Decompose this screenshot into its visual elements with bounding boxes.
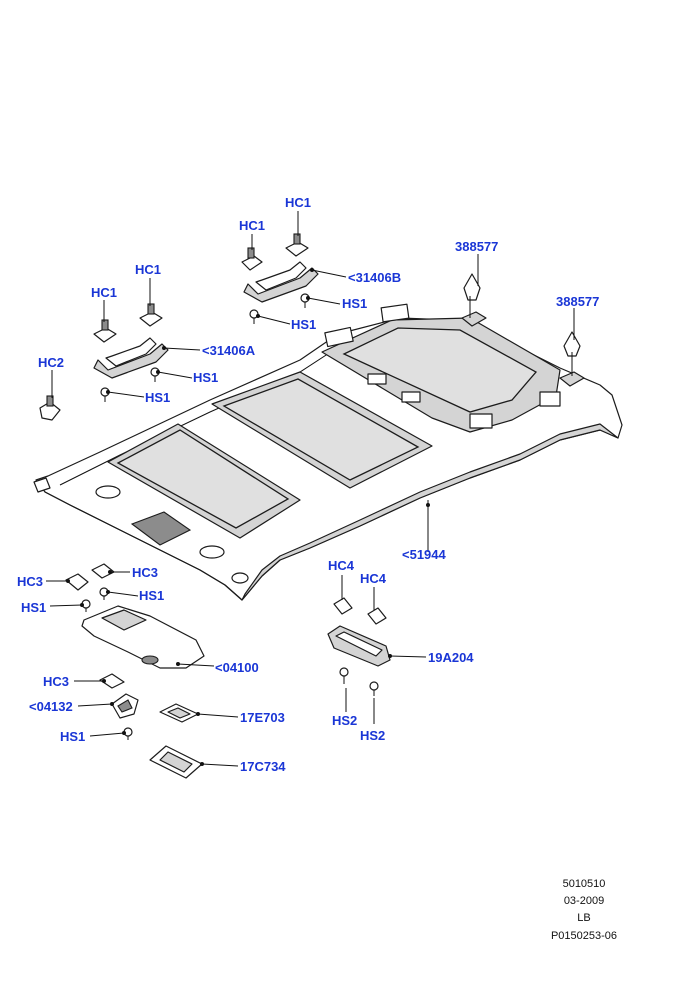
console-lamp-19a204 <box>327 625 391 667</box>
sunroof-front-opening <box>107 423 301 539</box>
hanger-clip-hc2 <box>39 395 61 421</box>
visor-clip-hc3-a <box>65 573 89 591</box>
label-388577: 388577 <box>455 239 498 254</box>
hanger-clip-hc1-a <box>241 247 263 271</box>
clip-hc4-b <box>367 607 387 625</box>
grab-handle-31406a <box>93 337 169 379</box>
label-hs1: HS1 <box>21 600 46 615</box>
grab-handle-31406b <box>243 261 319 303</box>
screw-hs2-a <box>339 667 349 684</box>
label-17e703: 17E703 <box>240 710 285 725</box>
label-hc3: HC3 <box>43 674 69 689</box>
hanger-clip-hc1-b <box>285 233 309 257</box>
headliner-visor-recess <box>95 485 249 584</box>
label-hs2: HS2 <box>360 728 385 743</box>
visor-clip-hc3-c <box>99 673 125 689</box>
label-hs1: HS1 <box>193 370 218 385</box>
label-31406b: <31406B <box>348 270 401 285</box>
label-388577: 388577 <box>556 294 599 309</box>
label-hc4: HC4 <box>360 571 387 586</box>
label-hs1: HS1 <box>145 390 170 405</box>
sun-visor <box>81 605 205 669</box>
footer-model-code: LB <box>577 912 591 924</box>
footer-illustration-id: P0150253-06 <box>550 930 618 942</box>
label-31406a: <31406A <box>202 343 256 358</box>
label-hc1: HC1 <box>135 262 161 277</box>
screw-hs1-f <box>99 587 109 600</box>
clip-hc4-a <box>333 597 353 615</box>
clip-388577-b <box>559 331 585 387</box>
leader-lines <box>46 211 575 767</box>
label-hc2: HC2 <box>38 355 64 370</box>
visor-clip-04132 <box>111 693 139 719</box>
label-hc1: HC1 <box>91 285 117 300</box>
footer-ref-code: 5010510 <box>562 878 606 890</box>
label-17c734: 17C734 <box>240 759 286 774</box>
label-hs1: HS1 <box>60 729 85 744</box>
vanity-bezel-17c734 <box>149 745 203 779</box>
vanity-lamp-17e703 <box>159 703 199 723</box>
label-04132: <04132 <box>29 699 73 714</box>
callout-labels: HC1 HC1 HC1 HC1 HC2 <31406B HS1 HS1 <314… <box>17 195 599 774</box>
label-51944: <51944 <box>402 547 447 562</box>
label-hc1: HC1 <box>239 218 265 233</box>
hanger-clip-hc1-d <box>139 303 163 327</box>
label-hs1: HS1 <box>291 317 316 332</box>
label-hs2: HS2 <box>332 713 357 728</box>
footer-date: 03-2009 <box>563 895 605 907</box>
label-hs1: HS1 <box>342 296 367 311</box>
screw-hs2-b <box>369 681 379 696</box>
label-04100: <04100 <box>215 660 259 675</box>
label-hc4: HC4 <box>328 558 355 573</box>
clip-388577-a <box>461 273 487 327</box>
label-hc1: HC1 <box>285 195 311 210</box>
roof-rear-section <box>321 303 561 433</box>
label-hc3: HC3 <box>132 565 158 580</box>
sunroof-rear-opening <box>211 371 433 489</box>
label-19a204: 19A204 <box>428 650 474 665</box>
label-hs1: HS1 <box>139 588 164 603</box>
label-hc3: HC3 <box>17 574 43 589</box>
hanger-clip-hc1-c <box>93 319 117 343</box>
